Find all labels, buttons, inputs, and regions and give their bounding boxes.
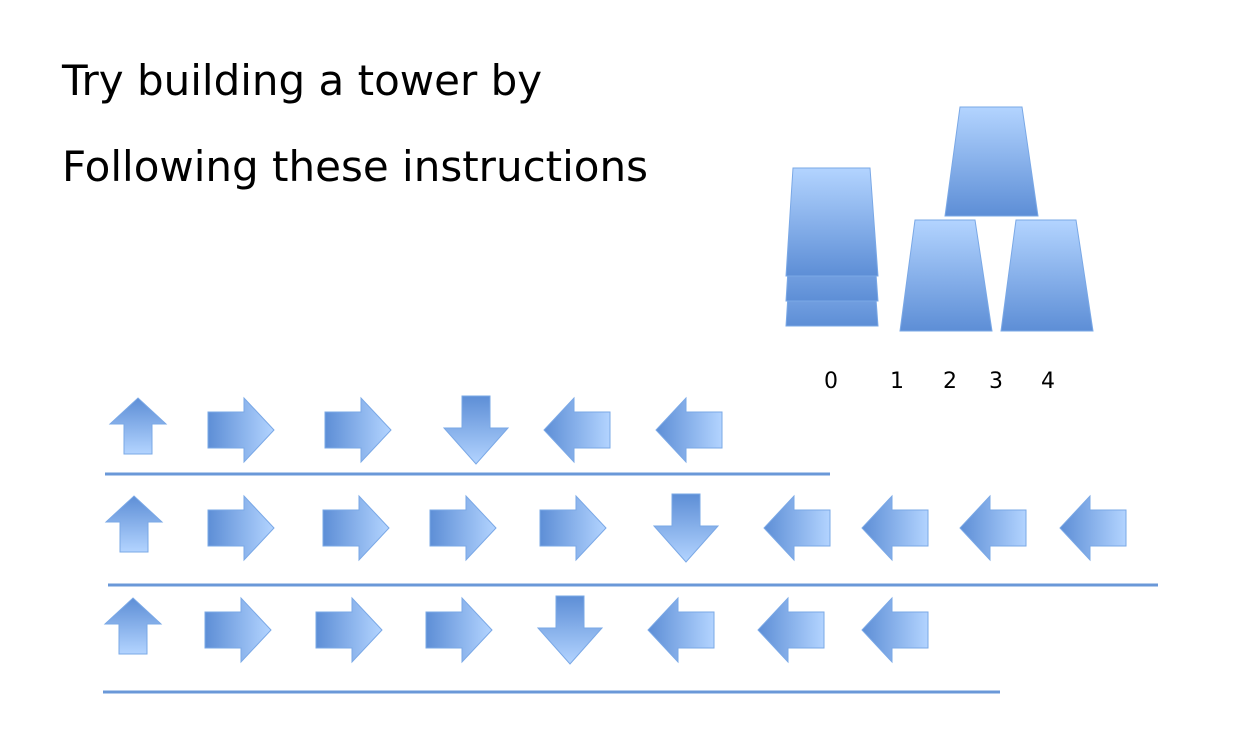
right-arrow-icon: [539, 494, 607, 562]
cup-icon: [1000, 219, 1094, 332]
up-arrow-icon: [104, 495, 164, 553]
instruction-rows: [103, 395, 1158, 694]
up-arrow-icon: [103, 597, 163, 655]
right-arrow-icon: [429, 494, 497, 562]
position-labels: 0 1 2 3 4: [824, 369, 1055, 394]
left-arrow-icon: [861, 494, 929, 562]
cup-icon: [785, 167, 879, 277]
left-arrow-icon: [1059, 494, 1127, 562]
instruction-row: [103, 595, 1000, 694]
right-arrow-icon: [324, 396, 392, 464]
right-arrow-icon: [315, 596, 383, 664]
left-arrow-icon: [959, 494, 1027, 562]
right-arrow-icon: [322, 494, 390, 562]
instruction-row: [105, 395, 830, 476]
left-arrow-icon: [757, 596, 825, 664]
down-arrow-icon: [536, 595, 604, 665]
cup-icon: [944, 106, 1039, 217]
position-label: 4: [1041, 369, 1055, 394]
down-arrow-icon: [652, 493, 720, 563]
left-arrow-icon: [861, 596, 929, 664]
down-arrow-icon: [442, 395, 510, 465]
position-label: 0: [824, 369, 838, 394]
position-label: 3: [989, 369, 1003, 394]
right-arrow-icon: [425, 596, 493, 664]
left-arrow-icon: [543, 396, 611, 464]
left-arrow-icon: [655, 396, 723, 464]
cup-tower: [785, 106, 1094, 332]
position-label: 1: [890, 369, 904, 394]
position-label: 2: [943, 369, 957, 394]
right-arrow-icon: [207, 396, 275, 464]
right-arrow-icon: [207, 494, 275, 562]
up-arrow-icon: [108, 397, 168, 455]
title-line-1: Try building a tower by: [62, 56, 543, 105]
cup-icon: [899, 219, 993, 332]
left-arrow-icon: [763, 494, 831, 562]
left-arrow-icon: [647, 596, 715, 664]
instruction-row: [104, 493, 1158, 587]
title-line-2: Following these instructions: [62, 142, 648, 191]
right-arrow-icon: [204, 596, 272, 664]
